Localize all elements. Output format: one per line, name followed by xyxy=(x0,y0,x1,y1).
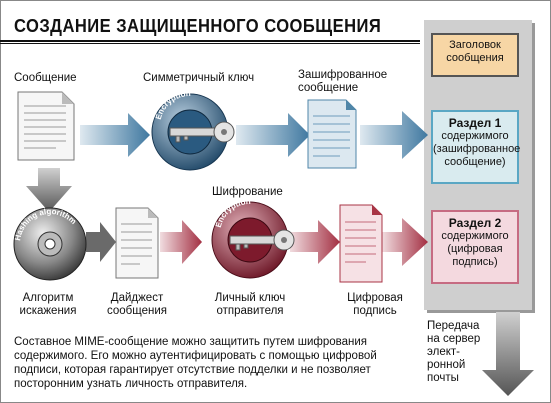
label-message: Сообщение xyxy=(14,72,77,84)
label-send-line4: ронной xyxy=(427,359,466,371)
title-underline xyxy=(0,40,420,42)
arrow-key-to-encrypted xyxy=(236,113,310,157)
label-signature: Цифровая подпись xyxy=(340,292,410,318)
arrow-hash-to-digest xyxy=(86,222,116,262)
header-box: Заголовок сообщения xyxy=(431,33,519,77)
label-private-key-line2: отправителя xyxy=(216,305,284,317)
label-send-line5: почты xyxy=(427,372,459,384)
document-digest-icon xyxy=(115,207,159,279)
label-private-key-line1: Личный ключ xyxy=(214,292,286,304)
part2-line2: (цифровая xyxy=(447,243,503,255)
arrow-key-to-signature xyxy=(290,220,340,264)
document-signature-icon xyxy=(339,204,383,283)
label-signature-line2: подпись xyxy=(353,305,397,317)
label-symmetric-key: Симметричный ключ xyxy=(143,72,255,84)
label-private-key: Личный ключ отправителя xyxy=(208,292,292,318)
private-key-lock-icon: Encryption xyxy=(211,197,295,279)
content-part2-box: Раздел 2 содержимого (цифровая подпись) xyxy=(431,210,519,284)
label-send-line1: Передача xyxy=(427,320,480,332)
label-algo-line2: искажения xyxy=(19,305,77,317)
label-hash-algorithm: Алгоритм искажения xyxy=(8,292,88,318)
part1-title: Раздел 1 xyxy=(448,116,502,130)
label-encrypted-line1: Зашифрованное xyxy=(298,69,388,81)
part1-line1: содержимого xyxy=(441,130,509,142)
part1-line3: сообщение) xyxy=(444,156,506,168)
label-digest: Дайджест сообщения xyxy=(102,292,172,318)
part2-line1: содержимого xyxy=(441,230,509,242)
part2-line3: подпись) xyxy=(452,256,498,268)
title-underline-thin xyxy=(0,43,420,44)
label-encrypted-line2: сообщение xyxy=(298,82,359,94)
arrow-message-to-hash xyxy=(26,168,72,212)
label-send-line2: на сервер xyxy=(427,333,481,345)
header-box-line1: Заголовок xyxy=(449,39,501,51)
key-icon xyxy=(229,229,295,251)
label-send-line3: элект- xyxy=(427,346,460,358)
description-text: Составное MIME-сообщение можно защитить … xyxy=(14,336,377,390)
label-encrypted-message: Зашифрованное сообщение xyxy=(298,69,387,95)
symmetric-key-lock-icon: Encryption xyxy=(151,89,235,171)
diagram-title: СОЗДАНИЕ ЗАЩИЩЕННОГО СООБЩЕНИЯ xyxy=(14,16,382,36)
part1-line2: (зашифрованное xyxy=(433,143,521,155)
document-encrypted-icon xyxy=(307,99,357,169)
arrow-digest-to-key xyxy=(160,220,202,264)
arrow-signature-to-part2 xyxy=(382,218,428,266)
send-arrow xyxy=(482,312,534,396)
label-signature-line1: Цифровая xyxy=(347,292,403,304)
key-icon xyxy=(169,121,235,143)
content-part1-box: Раздел 1 содержимого (зашифрованное сооб… xyxy=(431,110,521,184)
arrow-message-to-key xyxy=(80,113,150,157)
label-send: Передача на сервер элект- ронной почты xyxy=(427,320,480,385)
label-encryption: Шифрование xyxy=(212,186,283,198)
part2-title: Раздел 2 xyxy=(448,216,502,230)
header-box-line2: сообщения xyxy=(446,52,504,64)
label-algo-line1: Алгоритм xyxy=(22,292,74,304)
label-digest-line2: сообщения xyxy=(107,305,167,317)
label-digest-line1: Дайджест xyxy=(110,292,164,304)
document-message-icon xyxy=(17,91,75,161)
hashing-disc-icon: Hashing algorithm xyxy=(13,207,87,281)
arrow-encrypted-to-part1 xyxy=(360,111,428,159)
